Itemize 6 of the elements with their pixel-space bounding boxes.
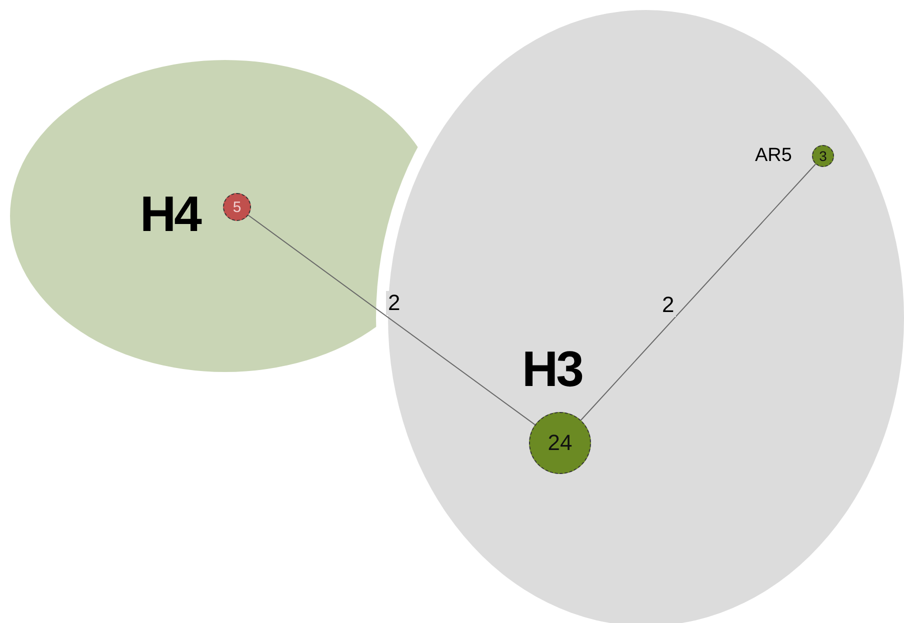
group-label: H4 — [140, 185, 200, 243]
group-label: H3 — [522, 340, 582, 398]
node-label: AR5 — [755, 145, 792, 167]
edge-label: 2 — [386, 291, 402, 315]
connector-line — [248, 214, 536, 426]
connector-line — [580, 164, 816, 421]
